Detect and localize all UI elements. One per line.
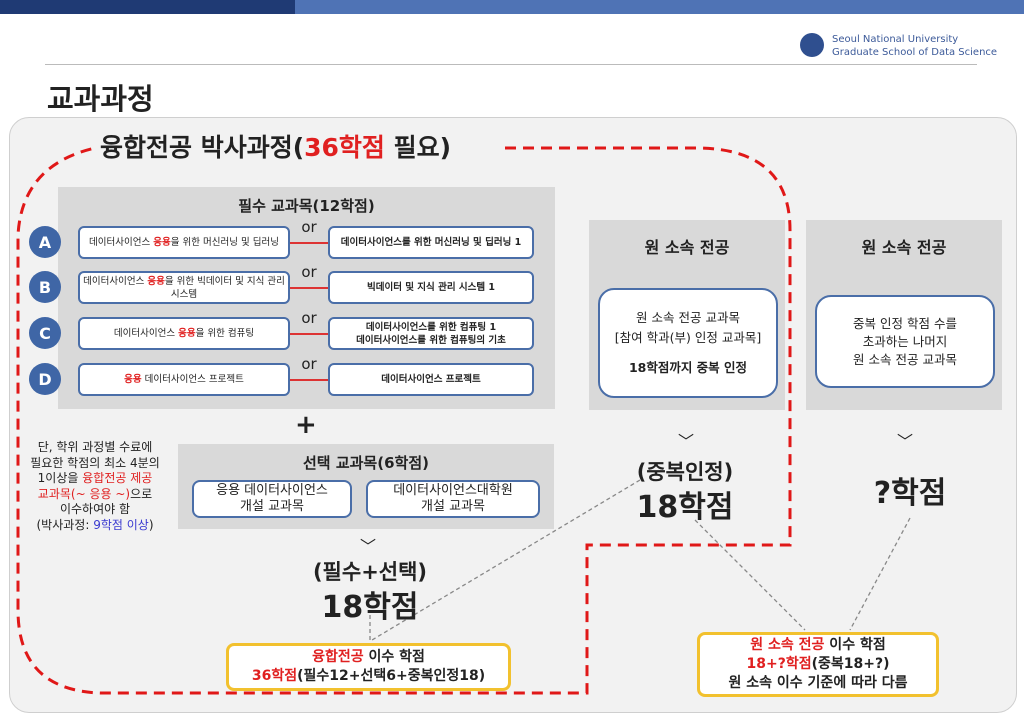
or-connector (290, 287, 328, 289)
original-major-heading: 원 소속 전공 (644, 238, 730, 257)
row-letter-badge: A (29, 226, 61, 258)
or-connector (290, 242, 328, 244)
dashed-boundary (16, 146, 792, 695)
applied-course-box: 데이터사이언스 응용을 위한 컴퓨팅 (78, 317, 290, 350)
chevron-down-icon: ﹀ (677, 432, 694, 451)
applied-course-box: 응용 데이터사이언스 프로젝트 (78, 363, 290, 396)
remaining-credits: ?학점 (873, 476, 947, 511)
original-major-heading: 원 소속 전공 (861, 238, 947, 257)
top-bar-dark (0, 0, 295, 14)
page-title: 교과과정 (47, 82, 154, 116)
required-heading: 필수 교과목(12학점) (238, 197, 375, 215)
applied-course-box: 데이터사이언스 응용을 위한 빅데이터 및 지식 관리 시스템 (78, 271, 290, 304)
arrow-line (694, 519, 806, 631)
sum-credits: 18학점 (321, 590, 419, 625)
core-course-box: 데이터사이언스를 위한 머신러닝 및 딥러닝 1 (328, 226, 534, 259)
arrow-line (849, 517, 911, 631)
applied-course-box: 데이터사이언스 응용을 위한 머신러닝 및 딥러닝 (78, 226, 290, 259)
core-course-box: 빅데이터 및 지식 관리 시스템 1 (328, 271, 534, 304)
or-label: or (301, 309, 317, 327)
convergence-total-box: 융합전공 이수 학점 36학점(필수12+선택6+중복인정18) (226, 643, 511, 691)
overlap-label: (중복인정) (636, 460, 734, 484)
snu-logo-icon (800, 33, 824, 57)
header-divider (45, 64, 977, 65)
or-connector (290, 379, 328, 381)
top-bar-light (295, 0, 1024, 14)
row-letter-badge: D (29, 363, 61, 395)
overlap-credits: 18학점 (636, 490, 734, 525)
or-label: or (301, 355, 317, 373)
or-label: or (301, 263, 317, 281)
original-major-total-box: 원 소속 전공 이수 학점 18+?학점(중복18+?) 원 소속 이수 기준에… (697, 632, 939, 697)
or-label: or (301, 218, 317, 236)
sum-label: (필수+선택) (312, 560, 428, 584)
row-letter-badge: B (29, 271, 61, 303)
school-label: Graduate School of Data Science (832, 47, 998, 58)
or-connector (290, 333, 328, 335)
plus-sign: + (295, 410, 317, 440)
core-course-box: 데이터사이언스 프로젝트 (328, 363, 534, 396)
chevron-down-icon: ﹀ (896, 432, 913, 451)
original-major-overlap-box: 원 소속 전공 교과목[참여 학과(부) 인정 교과목]18학점까지 중복 인정 (598, 288, 778, 398)
university-name: Seoul National University (832, 34, 959, 45)
arrow-line (371, 479, 641, 641)
chevron-down-icon: ﹀ (359, 537, 376, 556)
main-title: 융합전공 박사과정(36학점 필요) (100, 133, 452, 162)
elective-heading: 선택 교과목(6학점) (303, 454, 429, 472)
row-letter-badge: C (29, 317, 61, 349)
